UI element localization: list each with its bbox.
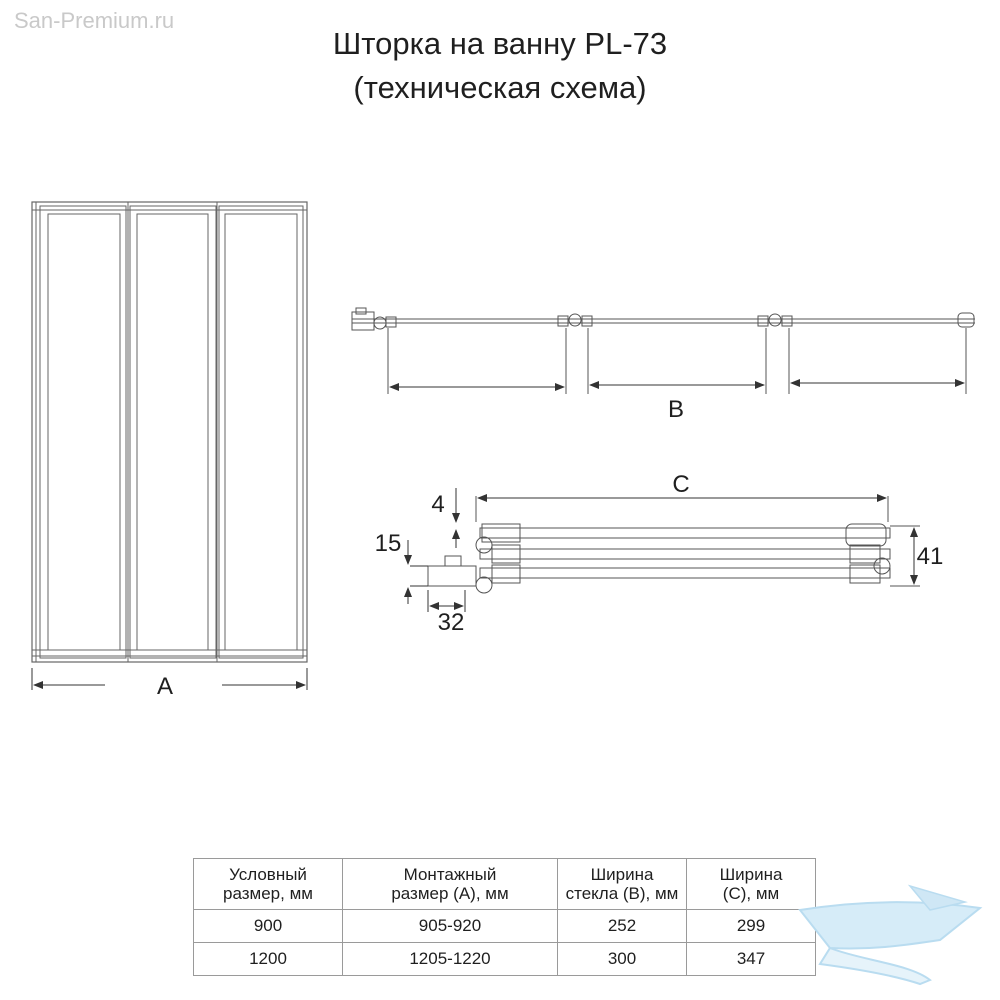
brand-logo [798, 884, 983, 986]
hinge-2 [757, 313, 793, 327]
panel-3 [218, 205, 304, 659]
table-cell: 1205-1220 [342, 942, 558, 976]
dimension-32-label: 32 [438, 609, 465, 636]
diagram-subtitle: (техническая схема) [353, 70, 647, 105]
table-cell: 252 [557, 909, 687, 943]
top-view [351, 307, 975, 394]
panel-2 [129, 205, 217, 659]
header-mounting-size: Монтажный размер (A), мм [342, 858, 558, 910]
dimension-15 [404, 540, 428, 604]
header-width-c: Ширина (C), мм [686, 858, 816, 910]
front-view [31, 201, 308, 663]
dimension-b-label: B [668, 396, 684, 423]
header-nominal-size: Условный размер, мм [193, 858, 343, 910]
dimension-32 [427, 590, 466, 612]
table-header-row: Условный размер, мм Монтажный размер (A)… [193, 858, 816, 910]
diagram-title: Шторка на ванну PL-73 [332, 26, 668, 61]
dimension-b [389, 379, 965, 391]
table-cell: 300 [557, 942, 687, 976]
hinge-1 [557, 313, 593, 327]
table-cell: 1200 [193, 942, 343, 976]
header-glass-width: Ширина стекла (B), мм [557, 858, 687, 910]
table-row: 900 905-920 252 299 [193, 909, 816, 943]
spec-table: Условный размер, мм Монтажный размер (A)… [193, 858, 816, 976]
panel-1 [39, 205, 127, 659]
dimension-a-label: A [157, 673, 173, 700]
table-cell: 347 [686, 942, 816, 976]
table-cell: 900 [193, 909, 343, 943]
site-watermark: San-Premium.ru [14, 8, 175, 33]
dimension-15-label: 15 [375, 530, 402, 557]
table-cell: 905-920 [342, 909, 558, 943]
dimension-a [31, 668, 308, 690]
dimension-4-label: 4 [431, 491, 444, 518]
table-cell: 299 [686, 909, 816, 943]
dimension-41-label: 41 [917, 543, 944, 570]
table-row: 1200 1205-1220 300 347 [193, 942, 816, 976]
folded-view [427, 496, 920, 594]
dimension-c-label: C [672, 471, 689, 498]
